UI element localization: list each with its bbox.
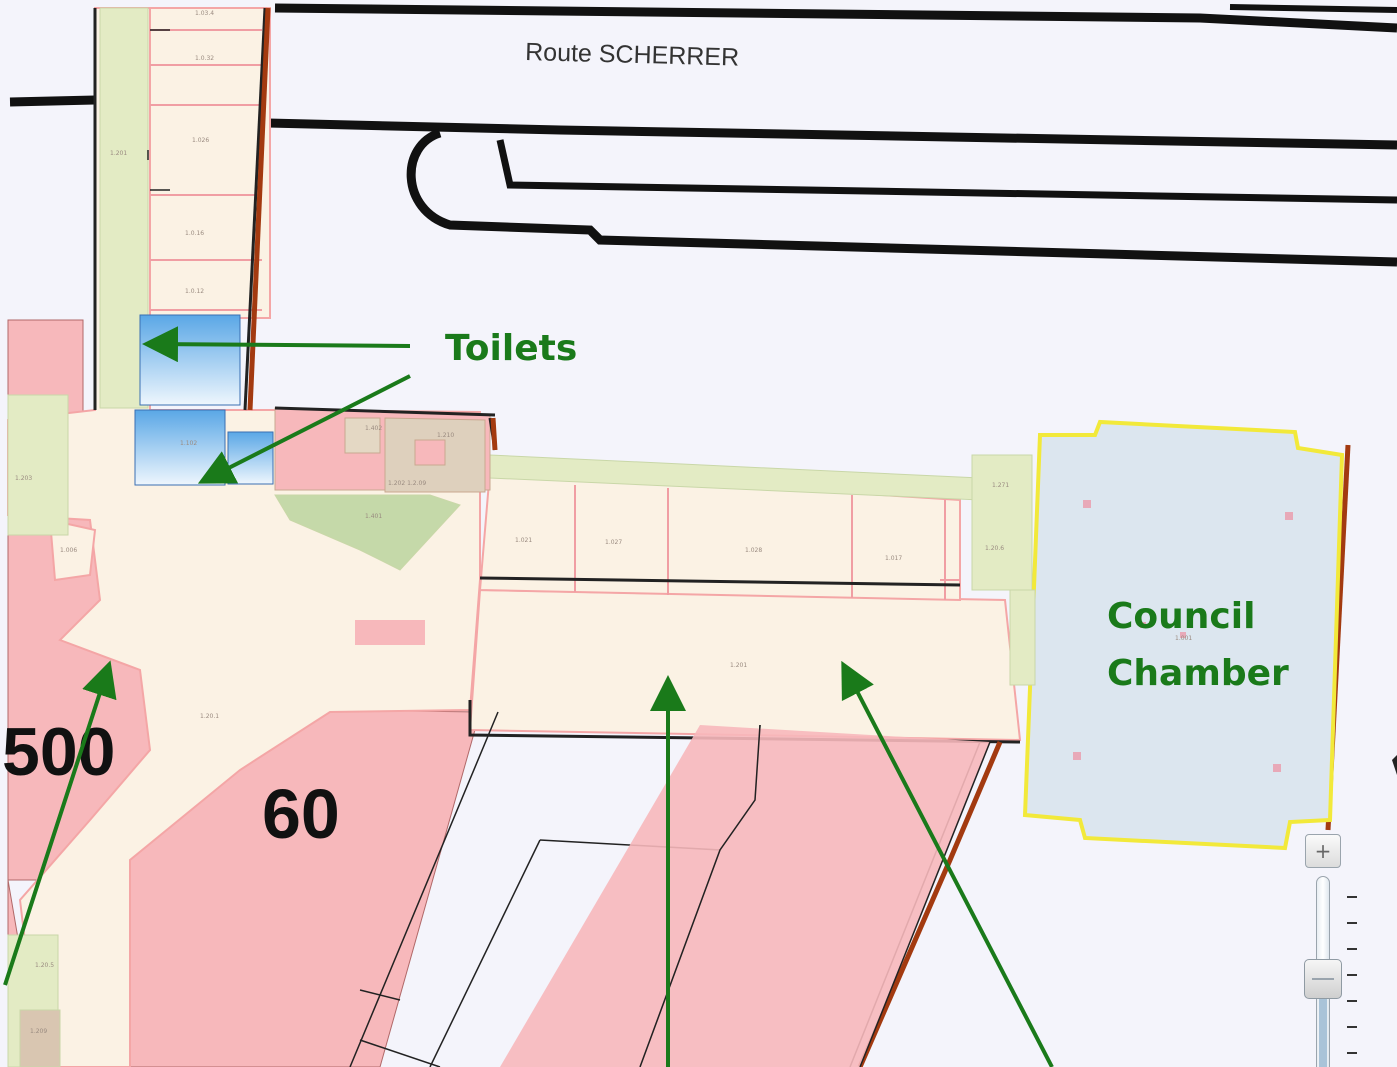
svg-text:1.006: 1.006 <box>60 547 77 554</box>
lower-pink-block <box>500 725 990 1067</box>
svg-text:1.026: 1.026 <box>192 137 209 144</box>
plus-icon: + <box>1314 839 1332 863</box>
zoom-tick <box>1347 1052 1357 1054</box>
room-numbers: 1.03.4 1.0.32 1.026 1.201 1.0.16 1.0.12 … <box>15 10 1192 1035</box>
svg-text:1.017: 1.017 <box>885 555 902 562</box>
svg-text:1.401: 1.401 <box>365 513 382 520</box>
room-partitions <box>150 29 960 600</box>
svg-text:1.0.12: 1.0.12 <box>185 288 204 295</box>
road-outlines <box>9 3 1397 267</box>
zoom-control[interactable]: + <box>1303 834 1357 1067</box>
svg-text:1.202 1.2.09: 1.202 1.2.09 <box>388 480 426 487</box>
svg-text:1.20.1: 1.20.1 <box>200 713 219 720</box>
council-chamber-columns <box>1073 500 1293 772</box>
council-chamber-label-line2: Chamber <box>1107 653 1289 694</box>
zoom-tick <box>1347 922 1357 924</box>
edge-mark <box>1392 755 1397 775</box>
svg-text:1.20.6: 1.20.6 <box>985 545 1004 552</box>
zoom-tick <box>1347 948 1357 950</box>
svg-text:1.271: 1.271 <box>992 482 1009 489</box>
svg-text:1.027: 1.027 <box>605 539 622 546</box>
toilets-label: Toilets <box>445 328 577 369</box>
svg-text:1.028: 1.028 <box>745 547 762 554</box>
svg-text:1.210: 1.210 <box>437 432 454 439</box>
svg-text:1.021: 1.021 <box>515 537 532 544</box>
zoom-in-button[interactable]: + <box>1305 834 1341 868</box>
green-zones <box>7 7 1033 1067</box>
zoom-tick <box>1347 1000 1357 1002</box>
room-partitions-dark <box>147 29 170 191</box>
zoom-slider-thumb[interactable] <box>1304 959 1342 1000</box>
svg-text:1.0.32: 1.0.32 <box>195 55 214 62</box>
svg-text:1.203: 1.203 <box>15 475 32 482</box>
svg-text:1.001: 1.001 <box>1175 635 1192 642</box>
zoom-tick <box>1347 974 1357 976</box>
zoom-tick <box>1347 1026 1357 1028</box>
chamber-side-room <box>1009 589 1036 686</box>
zoom-tick <box>1347 896 1357 898</box>
svg-text:1.402: 1.402 <box>365 425 382 432</box>
svg-text:1.201: 1.201 <box>730 662 747 669</box>
zoom-slider-fill <box>1319 980 1327 1067</box>
svg-text:1.20.5: 1.20.5 <box>35 962 54 969</box>
council-chamber-label-line1: Council <box>1107 596 1255 637</box>
annotation-arrows <box>3 326 1054 1067</box>
svg-text:1.03.4: 1.03.4 <box>195 10 214 17</box>
building-number-60: 60 <box>262 775 340 853</box>
service-rooms <box>274 407 491 493</box>
svg-text:1.201: 1.201 <box>110 150 127 157</box>
svg-text:1.209: 1.209 <box>30 1028 47 1035</box>
building-number-500: 500 <box>2 714 115 790</box>
svg-text:1.102: 1.102 <box>180 440 197 447</box>
lower-block-lines <box>639 724 991 1067</box>
road-label: Route SCHERRER <box>525 38 740 72</box>
svg-text:1.0.16: 1.0.16 <box>185 230 204 237</box>
